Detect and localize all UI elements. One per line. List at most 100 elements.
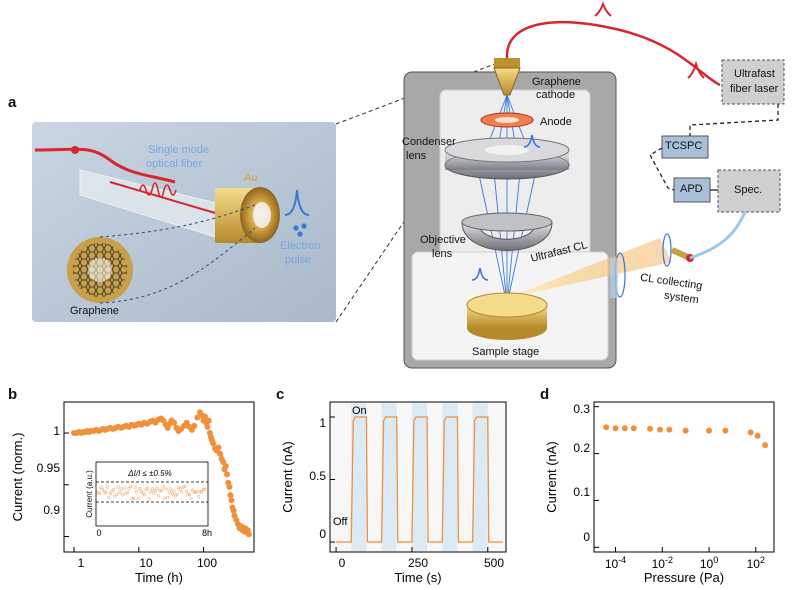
chart-b-inset-point — [198, 490, 202, 494]
chart-b-point — [210, 440, 217, 447]
chart-b-point — [222, 463, 229, 470]
chart-b-point — [224, 471, 231, 478]
chart-b-point — [205, 417, 212, 424]
chart-b-point — [125, 423, 132, 430]
electron-beams — [477, 94, 537, 296]
objective-label-1: Objective — [420, 234, 466, 246]
chart-b-inset-point — [101, 487, 105, 491]
pulse-label: pulse — [285, 254, 312, 266]
chart-b-point — [225, 479, 232, 486]
chart-b-point — [211, 445, 218, 452]
chart-b-xtick-100: 100 — [197, 556, 217, 570]
chart-b-inset-point — [118, 490, 122, 495]
chart-b-point — [84, 427, 91, 434]
chart-d-point — [754, 432, 761, 439]
laser-label-2: fiber laser — [730, 83, 779, 95]
chart-b-inset — [95, 461, 209, 527]
chart-b-point — [186, 423, 193, 430]
chart-b-point — [240, 528, 247, 535]
chart-c-xtick-0: 0 — [339, 556, 346, 570]
chart-b-point — [207, 434, 214, 441]
chart-b-inset-point — [192, 490, 196, 494]
chart-d-point — [666, 426, 673, 433]
chart-b-point — [203, 419, 210, 426]
chart-b-point — [196, 409, 203, 416]
chart-b-inset-point — [195, 490, 199, 494]
chart-b-point — [155, 416, 162, 423]
chart-b-inset-point — [173, 494, 178, 498]
chart-c-series-line — [336, 416, 503, 543]
chart-b-point — [166, 420, 173, 427]
chart-c-frame — [329, 401, 507, 553]
chart-b-inset-point — [102, 490, 106, 494]
electron-label: Electron — [280, 240, 321, 252]
chart-b-point — [115, 423, 122, 430]
chart-b-point — [217, 450, 224, 457]
chart-b-point — [117, 424, 124, 431]
laser-label-1: Ultrafast — [734, 68, 775, 80]
chart-b-inset-ylabel: Current (a.u.) — [85, 470, 94, 518]
chart-b-point — [149, 417, 156, 424]
chart-b-inset-point — [203, 487, 207, 491]
chart-d-point — [762, 442, 769, 449]
chart-b-inset-point — [158, 488, 162, 493]
chart-b-point — [164, 424, 171, 431]
anode-label: Anode — [540, 116, 572, 128]
chart-b-inset-point — [116, 485, 120, 489]
chart-b-point — [120, 423, 127, 430]
chart-b-point — [133, 421, 140, 428]
chart-b-point — [76, 429, 83, 435]
chart-b-inset-point — [142, 493, 147, 497]
chart-b-inset-point — [144, 488, 148, 492]
chart-b-inset-point — [189, 496, 193, 501]
chart-b-inset-x8: 8h — [202, 528, 212, 538]
fiber-label-2: optical fiber — [146, 158, 203, 170]
chart-b-inset-point — [190, 488, 195, 492]
tcspc-label: TCSPC — [665, 140, 703, 152]
chart-b-point — [178, 425, 185, 432]
chart-b-inset-point — [111, 488, 116, 492]
chart-b-inset-point — [186, 493, 190, 497]
chart-b-inset-point — [121, 493, 125, 497]
red-fiber-in-scene — [34, 147, 176, 184]
apd-label: APD — [680, 183, 703, 195]
chart-b-ylabel: Current (norm.) — [10, 433, 25, 522]
chart-b-inset-point — [113, 494, 117, 498]
chart-d-point — [612, 425, 619, 432]
chart-b-point — [97, 426, 104, 433]
chart-b-inset-point — [177, 486, 181, 490]
chart-b-inset-annotation: ΔI/I ≤ ±0.5% — [127, 469, 172, 478]
chart-c-ytick-1: 1 — [319, 416, 326, 430]
chart-b-point — [73, 430, 80, 437]
chart-b-point — [199, 412, 206, 419]
chart-b-point — [112, 424, 119, 431]
chart-b-point — [107, 424, 114, 431]
chart-b-point — [140, 419, 147, 426]
chart-b-inset-point — [184, 489, 188, 493]
chart-b-point — [87, 427, 94, 434]
chart-b-point — [215, 444, 222, 451]
chart-b-point — [138, 421, 145, 428]
chart-b-point — [218, 455, 225, 462]
chart-b-inset-point — [187, 492, 192, 497]
chart-c-xtick-500: 500 — [484, 556, 504, 570]
chart-d-point — [647, 425, 654, 432]
laser-box — [721, 59, 785, 105]
chart-b-point — [244, 527, 251, 534]
chart-b-inset-point — [172, 489, 176, 493]
chart-b-inset-point — [114, 492, 119, 497]
chart-d-point — [722, 427, 729, 434]
chart-b-point — [221, 466, 228, 473]
chart-b-inset-point — [105, 485, 109, 489]
chart-b-point — [201, 413, 208, 420]
chart-b-inset-point — [167, 490, 171, 494]
chart-b-inset-point — [104, 490, 108, 495]
chart-b-point — [168, 417, 175, 424]
chart-c-on-band — [411, 403, 428, 551]
objective-label-2: lens — [432, 248, 453, 260]
chart-b-xlabel: Time (h) — [135, 570, 183, 585]
chart-b-point — [128, 421, 135, 428]
chart-d-point — [630, 425, 637, 432]
chart-b-point — [135, 420, 142, 427]
chart-b-inset-point — [96, 490, 100, 494]
